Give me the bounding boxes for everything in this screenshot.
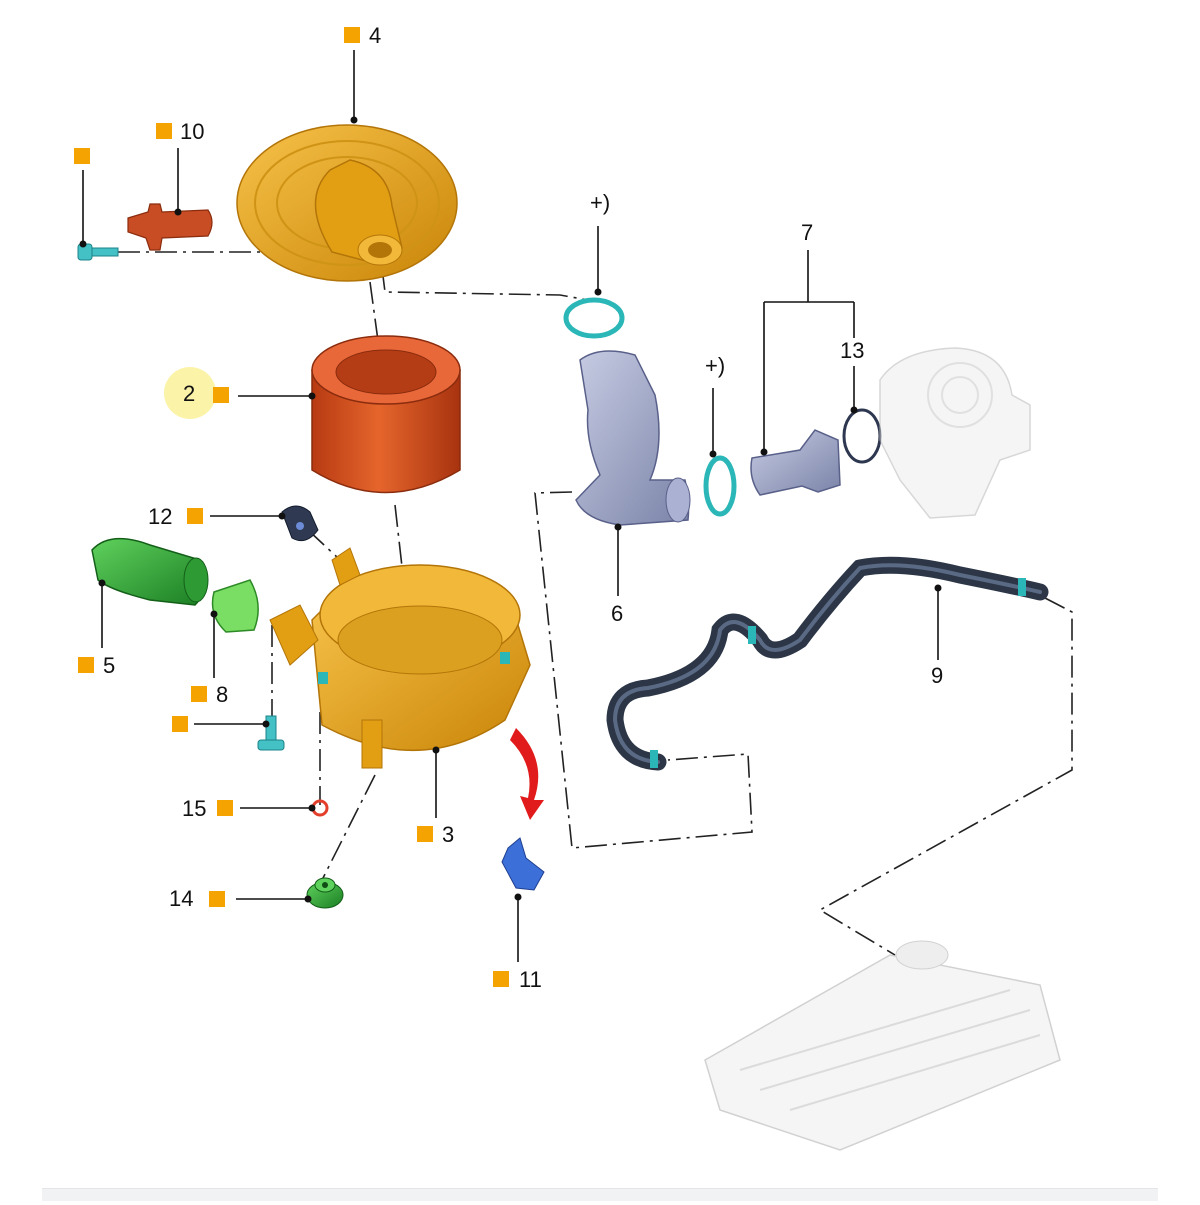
callout-2-marker xyxy=(213,387,229,403)
part-6-intake-elbow xyxy=(575,350,691,526)
part-2-filter-element xyxy=(311,335,461,494)
callout-5-label[interactable]: 5 xyxy=(103,653,115,678)
routing-line-cover xyxy=(818,597,1073,956)
callout-bolt-marker xyxy=(74,148,90,164)
part-12-valve xyxy=(281,505,319,542)
callout-13-label[interactable]: 13 xyxy=(840,338,864,363)
seal-ring-upper xyxy=(563,297,625,339)
callout-2-label[interactable]: 2 xyxy=(183,381,195,406)
callout-bolt2-marker xyxy=(172,716,188,732)
callout-12-marker xyxy=(187,508,203,524)
part-7-turbo-connector xyxy=(750,429,841,496)
callout-2-highlight[interactable] xyxy=(164,367,216,419)
part-5-intake-hose xyxy=(91,537,209,606)
callout-7-label[interactable]: 7 xyxy=(801,220,813,245)
callout-plus-lower-label[interactable]: +) xyxy=(705,353,725,378)
callout-14-label[interactable]: 14 xyxy=(169,886,193,911)
footer-bar xyxy=(42,1188,1158,1201)
callout-12-label[interactable]: 12 xyxy=(148,504,172,529)
callout-6-label[interactable]: 6 xyxy=(611,601,623,626)
callout-4-marker xyxy=(344,27,360,43)
callouts: 4 10 2 12 5 8 15 14 xyxy=(74,23,943,992)
hose-clamp-upper xyxy=(1018,578,1026,596)
callout-8-label[interactable]: 8 xyxy=(216,682,228,707)
valve-cover-ghost xyxy=(704,940,1061,1151)
turbocharger-ghost xyxy=(879,347,1031,519)
part-10-sensor xyxy=(127,203,213,251)
hose-clamp-mid xyxy=(748,626,756,644)
callout-9-label[interactable]: 9 xyxy=(931,663,943,688)
hose-highlight xyxy=(612,563,1042,764)
part-4-filter-cover xyxy=(236,124,458,282)
direction-arrow xyxy=(510,728,544,820)
callout-15-marker xyxy=(217,800,233,816)
routing-line-breather xyxy=(534,491,753,849)
callout-4-label[interactable]: 4 xyxy=(369,23,381,48)
callout-plus-upper-label[interactable]: +) xyxy=(590,190,610,215)
callout-5-marker xyxy=(78,657,94,673)
part-11-clip xyxy=(501,837,545,891)
callout-3-marker xyxy=(417,826,433,842)
part-8-adapter xyxy=(211,579,259,633)
callout-14-marker xyxy=(209,891,225,907)
routing-line-lower xyxy=(271,625,376,881)
callout-15-label[interactable]: 15 xyxy=(182,796,206,821)
part-9-breather-hose xyxy=(606,556,1049,771)
callout-11-label[interactable]: 11 xyxy=(519,967,542,992)
bolt-housing xyxy=(257,715,285,751)
callout-10-marker xyxy=(156,123,172,139)
seal-ring-lower xyxy=(703,455,737,517)
callout-8-marker xyxy=(191,686,207,702)
callout-11-marker xyxy=(493,971,509,987)
callout-3-label[interactable]: 3 xyxy=(442,822,454,847)
hose-clamp-lower xyxy=(650,750,658,768)
part-13-o-ring xyxy=(842,408,882,464)
callout-10-label[interactable]: 10 xyxy=(180,119,204,144)
part-14-grommet xyxy=(306,877,344,909)
routing-line-duct xyxy=(381,267,589,301)
part-3-filter-housing xyxy=(269,547,531,769)
